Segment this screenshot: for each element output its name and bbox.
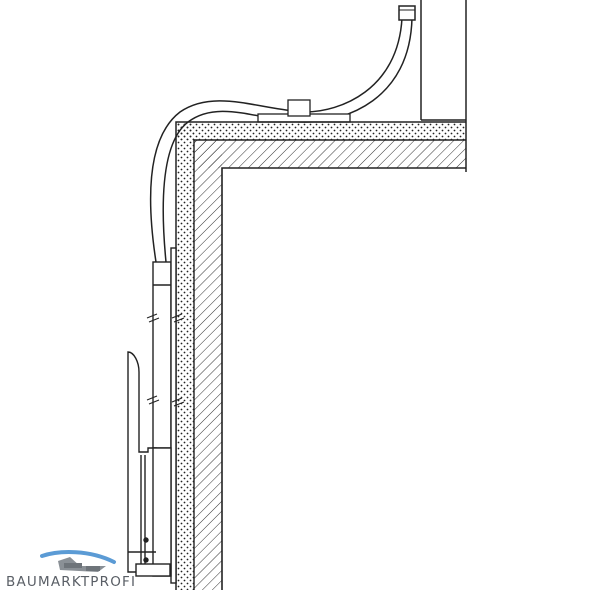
cable-end-cap <box>398 5 416 21</box>
brand-logo: BAUMARKTPROFI <box>6 548 166 596</box>
mounting-bracket <box>127 351 172 577</box>
sensor-housing <box>152 247 177 584</box>
brand-wordmark: BAUMARKTPROFI <box>6 574 137 590</box>
cable-clamp <box>257 99 351 123</box>
break-marks <box>146 313 185 407</box>
wall-mount-box <box>420 0 467 121</box>
insulation-layer <box>175 121 466 590</box>
roof-logo-icon <box>40 550 116 572</box>
wall-section <box>193 120 467 590</box>
cable <box>149 17 413 263</box>
